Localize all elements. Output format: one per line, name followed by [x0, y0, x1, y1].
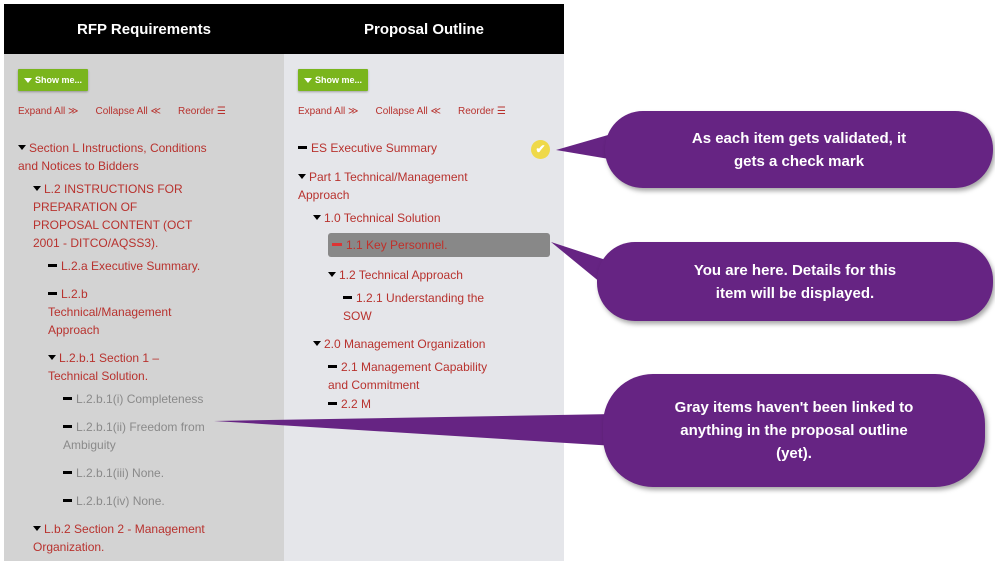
show-me-button[interactable]: Show me... [298, 69, 368, 91]
tree-item[interactable]: 2.1 Management Capability and Commitment [328, 358, 498, 394]
dash-icon [328, 365, 337, 368]
tree-item-unlinked[interactable]: L.2.b.1(ii) Freedom from Ambiguity [63, 418, 223, 454]
show-me-label: Show me... [314, 75, 362, 85]
caret-down-icon[interactable] [48, 355, 56, 360]
dash-icon [48, 264, 57, 267]
expand-all-link[interactable]: Expand All ≫ [18, 106, 79, 117]
dash-icon [343, 296, 352, 299]
item-label: 2.0 Management Organization [324, 337, 486, 351]
tree-item-unlinked[interactable]: L.2.b.1(iv) None. [63, 492, 223, 510]
proposal-outline-header: Proposal Outline [284, 4, 564, 54]
dash-icon [328, 402, 337, 405]
collapse-all-link[interactable]: Collapse All ≪ [95, 106, 162, 117]
item-label: 1.1 Key Personnel. [346, 238, 448, 252]
item-label: L.2.b.1(i) Completeness [76, 392, 204, 406]
callout-check-mark: As each item gets validated, it gets a c… [605, 111, 993, 188]
item-label: L.2.b.1(ii) Freedom from Ambiguity [63, 420, 205, 452]
tree-item[interactable]: Section L Instructions, Conditions and N… [18, 139, 208, 175]
item-label: Section L Instructions, Conditions and N… [18, 141, 207, 173]
caret-down-icon[interactable] [18, 145, 26, 150]
tree-item[interactable]: 1.2.1 Understanding the SOW [343, 289, 493, 325]
callout-pointer [214, 414, 615, 446]
tree-item-unlinked[interactable]: L.2.b.1(iii) None. [63, 464, 223, 482]
item-label: L.b.2 Section 2 - Management Organizatio… [33, 522, 205, 554]
show-me-button[interactable]: Show me... [18, 69, 88, 91]
callout-pointer [556, 133, 615, 160]
item-label: 2.2 M [341, 397, 372, 411]
callout-you-are-here: You are here. Details for this item will… [597, 242, 993, 321]
dash-icon [63, 499, 72, 502]
caret-down-icon [303, 77, 312, 83]
dash-icon [298, 146, 307, 149]
tree-item[interactable]: Part 1 Technical/Management Approach [298, 168, 488, 204]
callout-pointer [551, 242, 612, 292]
reorder-link[interactable]: Reorder ☰ [458, 106, 506, 117]
item-label: 1.2 Technical Approach [339, 268, 463, 282]
item-label: L.2.b.1(iv) None. [76, 494, 165, 508]
caret-down-icon[interactable] [298, 174, 306, 179]
dash-icon [332, 243, 342, 246]
selected-tree-item[interactable]: 1.1 Key Personnel. [328, 233, 550, 257]
proposal-outline-panel: Show me... Expand All ≫ Collapse All ≪ R… [284, 54, 564, 561]
item-label: L.2.b Technical/Management Approach [48, 287, 172, 337]
tree-item[interactable]: 2.2 M [328, 395, 498, 413]
tree-item[interactable]: L.b.2 Section 2 - Management Organizatio… [33, 520, 213, 556]
expand-all-link[interactable]: Expand All ≫ [298, 106, 359, 117]
item-label: 1.0 Technical Solution [324, 211, 441, 225]
check-mark-icon: ✔ [531, 140, 550, 159]
tree-item[interactable]: L.2.b Technical/Management Approach [48, 285, 178, 339]
dash-icon [48, 292, 57, 295]
item-label: L.2.a Executive Summary. [61, 259, 201, 273]
caret-down-icon[interactable] [313, 341, 321, 346]
dash-icon [63, 397, 72, 400]
caret-down-icon[interactable] [328, 272, 336, 277]
caret-down-icon[interactable] [33, 186, 41, 191]
item-label: L.2.b.1(iii) None. [76, 466, 165, 480]
dash-icon [63, 425, 72, 428]
rfp-requirements-panel: Show me... Expand All ≫ Collapse All ≪ R… [4, 54, 284, 561]
caret-down-icon[interactable] [313, 215, 321, 220]
dash-icon [63, 471, 72, 474]
tree-item[interactable]: L.2.a Executive Summary. [48, 257, 208, 275]
tree-item[interactable]: ES Executive Summary [298, 139, 498, 157]
tree-item-unlinked[interactable]: L.2.b.1(i) Completeness [63, 390, 223, 408]
reorder-link[interactable]: Reorder ☰ [178, 106, 226, 117]
caret-down-icon[interactable] [33, 526, 41, 531]
tree-item[interactable]: 2.0 Management Organization [313, 335, 513, 353]
collapse-all-link[interactable]: Collapse All ≪ [375, 106, 442, 117]
tree-item[interactable]: L.2.b.1 Section 1 – Technical Solution. [48, 349, 168, 385]
tree-item[interactable]: 1.0 Technical Solution [313, 209, 513, 227]
item-label: 2.1 Management Capability and Commitment [328, 360, 488, 392]
show-me-label: Show me... [34, 75, 82, 85]
tree-item[interactable]: 1.2 Technical Approach [328, 266, 528, 284]
tree-item[interactable]: L.2 INSTRUCTIONS FOR PREPARATION OF PROP… [33, 180, 198, 252]
rfp-requirements-header: RFP Requirements [4, 4, 284, 54]
caret-down-icon [23, 77, 32, 83]
callout-gray-items: Gray items haven't been linked to anythi… [603, 374, 985, 487]
item-label: Part 1 Technical/Management Approach [298, 170, 468, 202]
item-label: L.2 INSTRUCTIONS FOR PREPARATION OF PROP… [33, 182, 193, 250]
item-label: ES Executive Summary [311, 141, 438, 155]
item-label: 1.2.1 Understanding the SOW [343, 291, 485, 323]
item-label: L.2.b.1 Section 1 – Technical Solution. [48, 351, 160, 383]
